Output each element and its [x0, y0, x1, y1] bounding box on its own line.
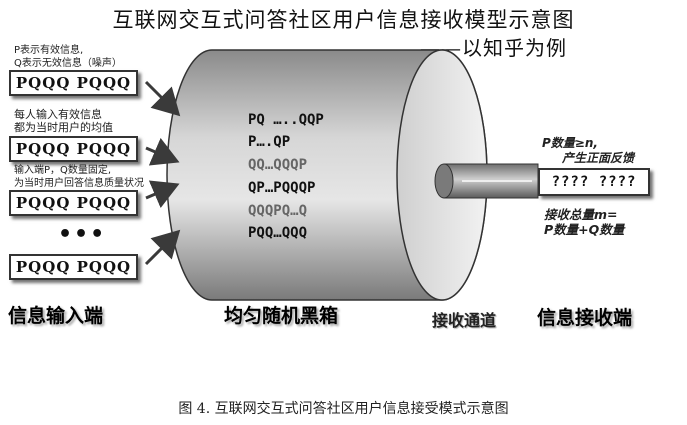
- receiving-channel-pipe: [434, 163, 539, 199]
- input-note-fixed: 输入端P，Q数量固定, 为当时用户回答信息质量状况: [14, 165, 144, 189]
- input-pq-box-2: PQQQ PQQQ: [9, 136, 138, 162]
- blackbox-line-1: PQ …..QQP: [248, 112, 324, 128]
- arrow-4: [144, 229, 181, 266]
- blackbox-line-3: QQ…QQQP: [248, 157, 308, 173]
- blackbox-line-6: PQQ…QQQ: [248, 225, 308, 241]
- input-ellipsis: •••: [58, 222, 107, 247]
- input-pq-box-3: PQQQ PQQQ: [9, 190, 138, 216]
- input-pq-box-4: PQQQ PQQQ: [9, 254, 138, 280]
- input-pq-box-1: PQQQ PQQQ: [9, 70, 138, 96]
- figure-caption: 图 4. 互联网交互式问答社区用户信息接受模式示意图: [178, 401, 509, 417]
- blackbox-line-5: QQQPQ…Q: [248, 203, 308, 219]
- diagram-title: 互联网交互式问答社区用户信息接收模型示意图: [112, 8, 575, 32]
- arrow-3: [145, 180, 180, 209]
- output-note-total: 接收总量m= P数量+Q数量: [544, 207, 625, 237]
- input-note-legend: P表示有效信息, Q表示无效信息（噪声）: [14, 45, 122, 69]
- arrow-1: [144, 80, 181, 117]
- input-note-average: 每人输入有效信息 都为当时用户的均值: [14, 108, 113, 134]
- output-note-feedback: P数量≥n, 产生正面反馈: [542, 136, 635, 165]
- arrow-2: [145, 137, 180, 166]
- input-section-label: 信息输入端: [8, 305, 104, 327]
- input-arrows: [144, 80, 181, 266]
- channel-label: 接收通道: [432, 311, 497, 330]
- output-section-label: 信息接收端: [537, 307, 633, 329]
- blackbox-section-label: 均匀随机黑箱: [224, 305, 339, 327]
- blackbox-line-2: P….QP: [248, 134, 291, 150]
- output-received-box: ???? ????: [538, 168, 650, 196]
- blackbox-line-4: QP…PQQQP: [248, 180, 316, 196]
